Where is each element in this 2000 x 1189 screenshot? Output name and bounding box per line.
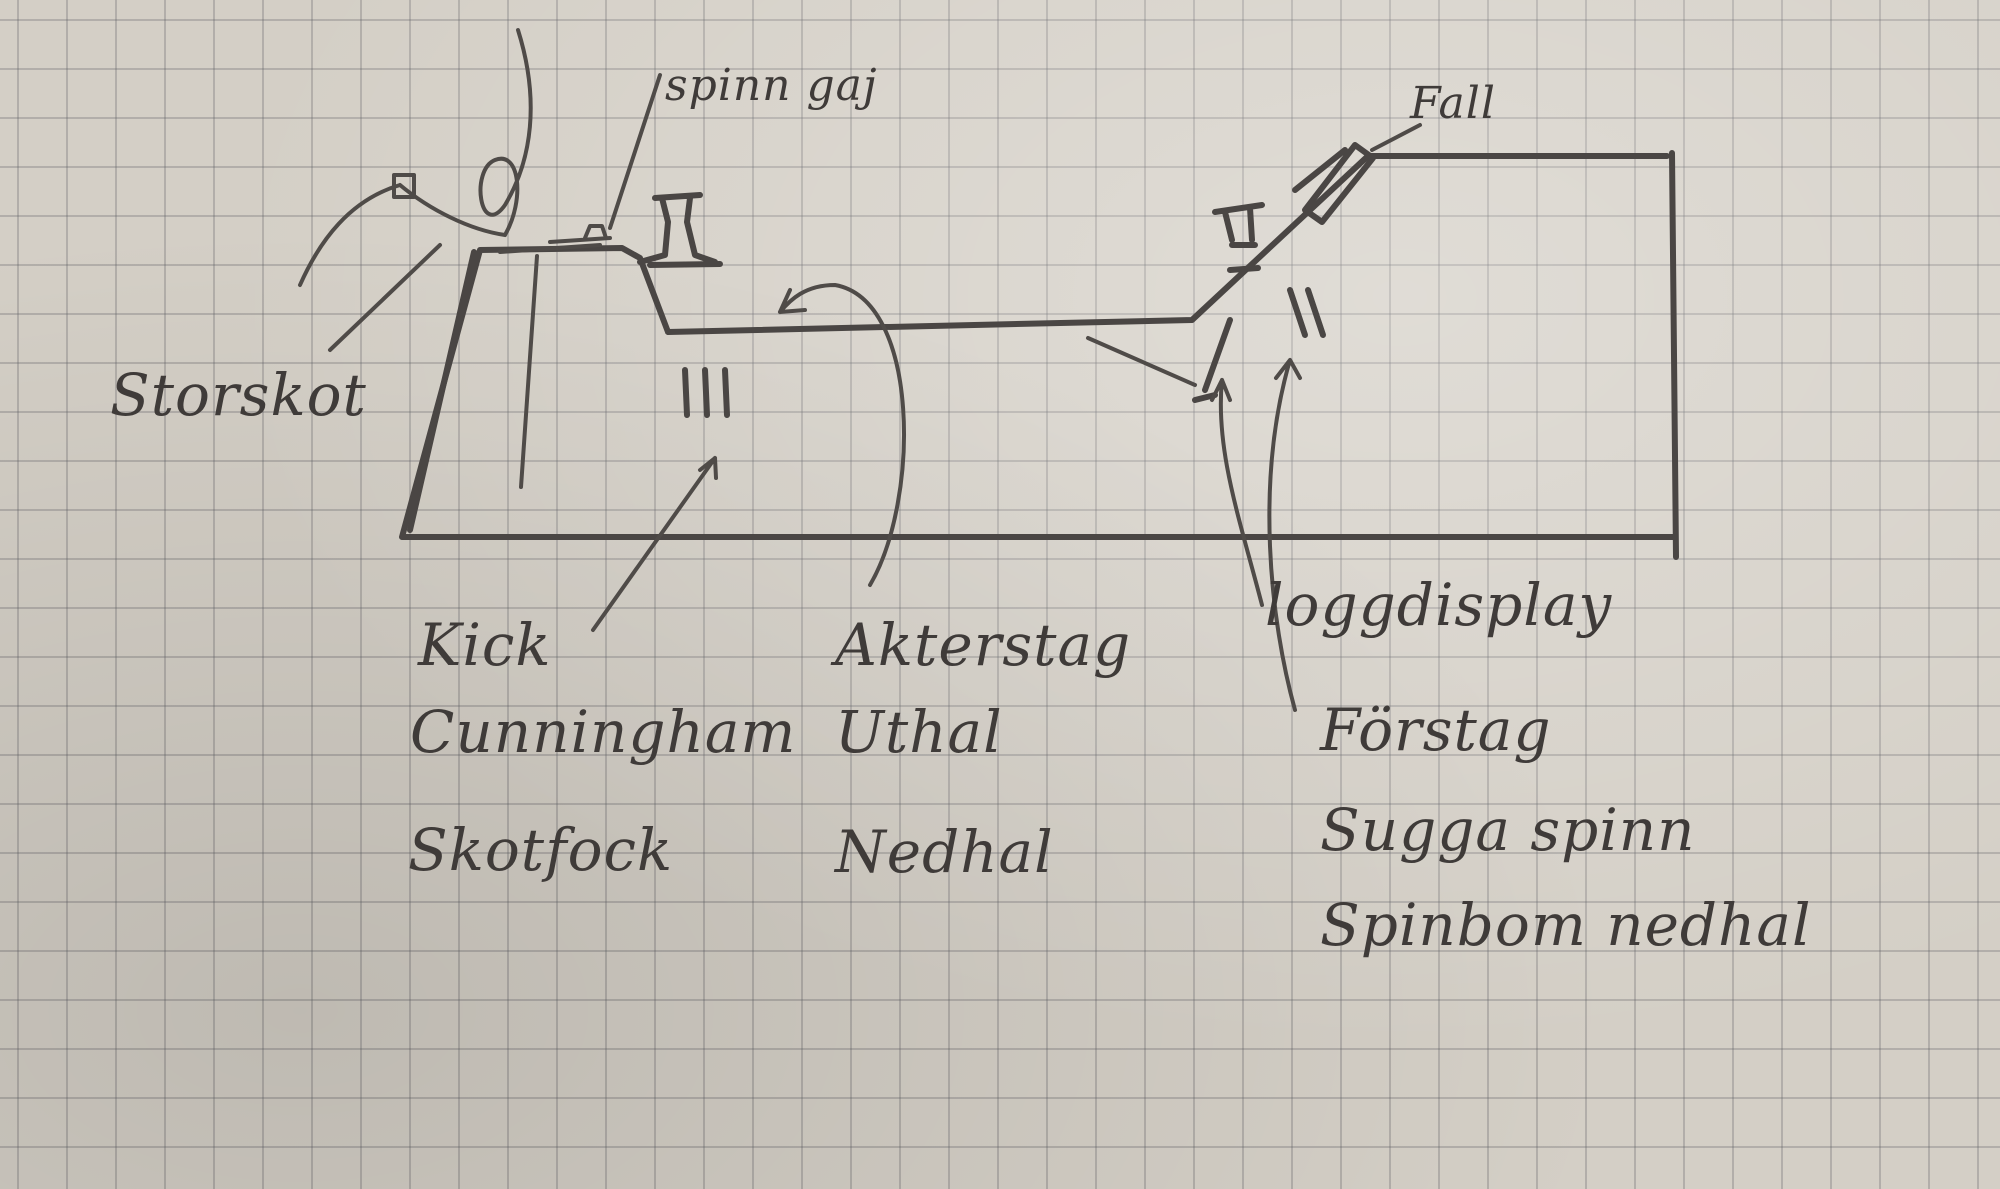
label-cunningham: Cunningham <box>410 698 796 766</box>
spinngaj-pointer <box>608 73 662 230</box>
label-spinngaj: spinn gaj <box>665 60 878 111</box>
label-fall: Fall <box>1409 78 1496 129</box>
left-panel-divider <box>519 254 539 489</box>
two-marks-right <box>1287 287 1326 338</box>
winch-left-icon <box>637 192 723 268</box>
left-panel-slope <box>407 249 477 533</box>
kick-pointer <box>591 456 718 632</box>
fall-pointer <box>1370 123 1422 152</box>
label-loggdisplay: loggdisplay <box>1265 571 1612 639</box>
three-marks-left <box>682 367 730 418</box>
forstag-pointer <box>1267 358 1302 712</box>
label-forstag: Förstag <box>1319 696 1552 764</box>
storskot-pointer <box>328 243 442 352</box>
label-spinbom-nedhal: Spinbom nedhal <box>1320 891 1812 959</box>
loggdisplay-pointer <box>1210 378 1264 607</box>
block-icon <box>392 173 416 199</box>
console-outline <box>399 150 1679 560</box>
label-uthal: Uthal <box>835 698 1003 766</box>
label-sugga-spinn: Sugga spinn <box>1320 796 1696 864</box>
cleat-icon <box>548 224 612 244</box>
left-panel-edge <box>498 243 602 254</box>
storskot-line <box>298 28 533 287</box>
label-nedhal: Nedhal <box>833 818 1054 886</box>
fall-fitting-icon <box>1292 142 1376 225</box>
label-skotfock: Skotfock <box>408 816 673 884</box>
akterstag-arrow <box>778 283 906 587</box>
label-kick: Kick <box>417 611 552 679</box>
winch-right-icon <box>1212 202 1265 273</box>
label-akterstag: Akterstag <box>830 611 1131 679</box>
slope-connector <box>1086 336 1197 387</box>
loggdisplay-device <box>1192 317 1233 403</box>
label-storskot: Storskot <box>110 361 367 429</box>
